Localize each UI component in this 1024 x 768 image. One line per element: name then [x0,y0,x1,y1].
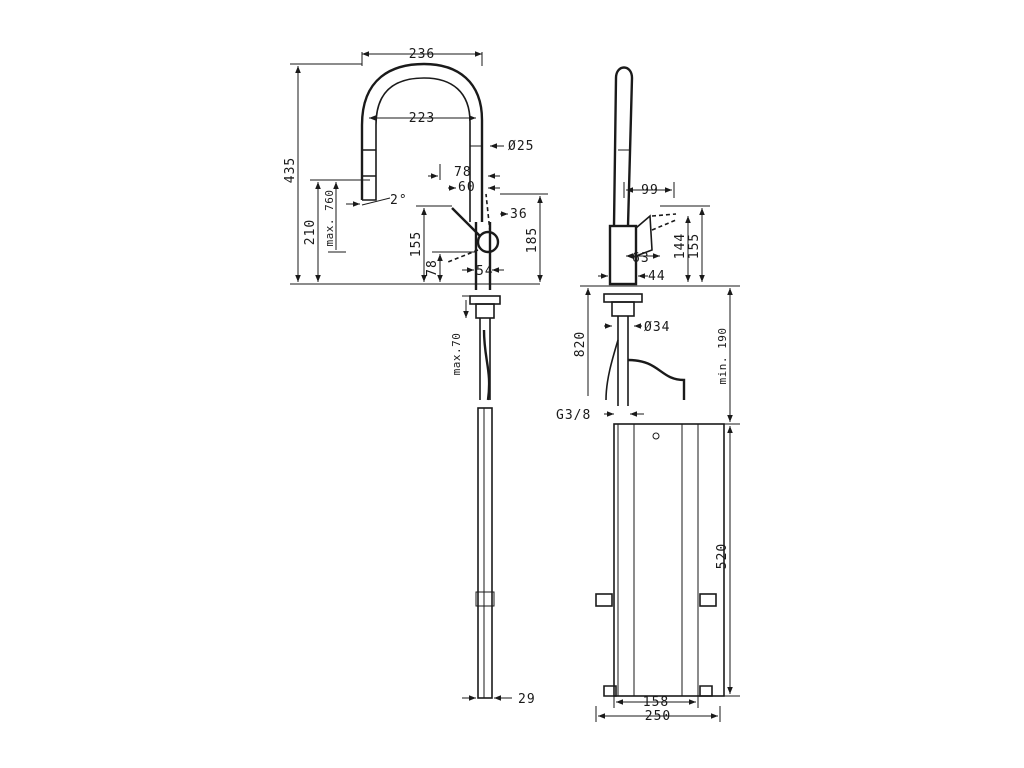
front-view: 236 223 Ø25 435 210 max. 760 2° 78 60 [283,47,548,707]
dim-435: 435 [283,157,298,183]
dim-78-height: 78 [425,259,440,277]
dim-520: 520 [715,543,730,569]
side-hose-right [627,358,686,400]
side-base-plate [603,293,643,303]
dim-diameter-25: Ø25 [508,139,534,154]
side-lever-alt [651,213,677,231]
base-nut [475,303,495,319]
dim-max-760: max. 760 [323,190,336,247]
side-spout [612,66,634,227]
dim-29: 29 [518,692,536,707]
dim-63: 63 [632,251,650,266]
dim-210: 210 [303,219,318,245]
dim-155: 155 [409,231,424,257]
dim-angle-2: 2° [390,193,408,208]
dim-78-lever: 78 [454,165,472,180]
lever-alt [485,193,491,233]
spout-inner-outline [375,77,471,222]
dim-max-70: max.70 [450,333,463,376]
side-bracket-left [595,593,613,607]
dim-min-190: min. 190 [716,328,729,385]
side-box [613,423,725,697]
dim-36: 36 [510,207,528,222]
lever [451,207,481,237]
dim-44: 44 [648,269,666,284]
side-hose-left [605,339,619,401]
side-shank [617,316,629,406]
dim-155-side: 155 [687,233,702,259]
side-view: 99 144 155 63 44 Ø34 820 min. 190 G3/8 [556,66,740,724]
dim-54: 54 [476,264,494,279]
spout-outline [360,62,484,222]
side-nut [611,301,635,317]
hose [482,329,491,401]
dim-144: 144 [673,233,688,259]
dim-250: 250 [645,709,671,724]
dim-223: 223 [409,111,435,126]
dim-236: 236 [409,47,435,62]
lever-alt-2 [447,249,479,263]
dim-185: 185 [525,227,540,253]
dim-diameter-34: Ø34 [644,320,670,335]
dim-thread-g38: G3/8 [556,408,591,423]
dim-60: 60 [458,180,476,195]
dim-158: 158 [643,695,669,710]
handset [362,149,377,201]
lever-hub [476,230,500,254]
dim-820: 820 [573,331,588,357]
side-bracket-right [699,593,717,607]
side-lever [635,214,653,257]
hose-guide [477,407,493,699]
dim-99: 99 [641,183,659,198]
base-plate [469,295,501,305]
